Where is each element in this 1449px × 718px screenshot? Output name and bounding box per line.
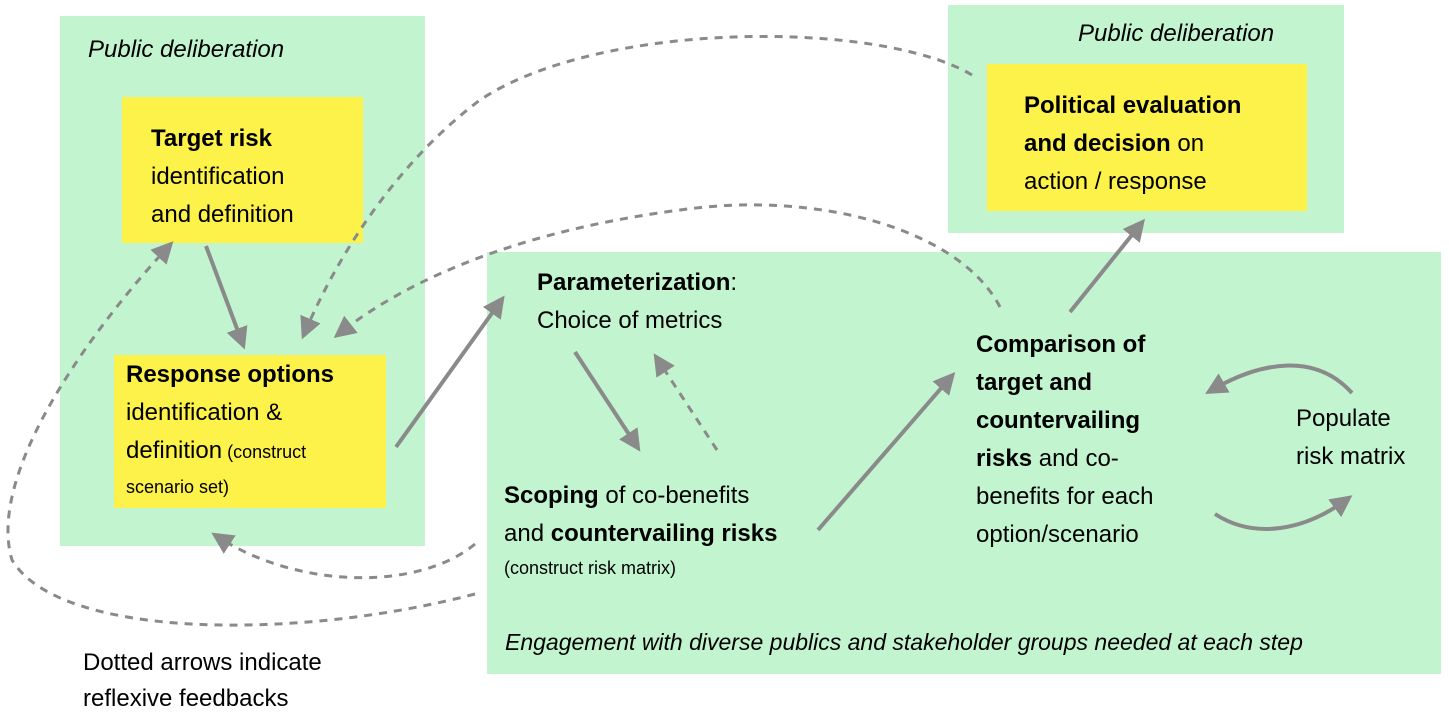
scoping-line1: Scoping of co-benefits (504, 477, 777, 515)
comparison-line3: countervailing (976, 407, 1141, 434)
comparison-line4: risks and co- (976, 440, 1153, 478)
parameterization-text: Parameterization: Choice of metrics (537, 264, 737, 340)
dotted-engagement-to-target (6, 241, 476, 627)
arrow-parameterization-to-scoping (573, 350, 641, 452)
response-options-box (114, 355, 386, 508)
political-decision-bold: and decision (1024, 130, 1171, 157)
arrow-loop-to-comparison (1205, 363, 1354, 395)
legend-line2: reflexive feedbacks (83, 685, 289, 712)
engagement-panel (487, 252, 1441, 674)
scoping-small: (construct risk matrix) (504, 558, 677, 578)
comparison-and-co: and co- (1032, 445, 1119, 472)
arrow-response-to-parameterization (394, 295, 505, 449)
engagement-note: Engagement with diverse publics and stak… (505, 629, 1303, 655)
scoping-text: Scoping of co-benefits and countervailin… (504, 477, 777, 583)
comparison-risks-bold: risks (976, 445, 1033, 472)
comparison-line6: option/scenario (976, 521, 1139, 548)
left-panel-label: Public deliberation (88, 36, 285, 63)
populate-line2: risk matrix (1296, 443, 1406, 470)
dotted-scoping-to-response (211, 532, 476, 580)
parameterization-line1: Parameterization: (537, 264, 737, 302)
target-risk-line3: and definition (151, 201, 294, 228)
dotted-comparison-to-response (333, 203, 1002, 338)
scoping-and: and (504, 520, 551, 547)
populate-text: Populate risk matrix (1296, 400, 1405, 476)
parameterization-colon: : (730, 269, 738, 296)
political-line1: Political evaluation (1024, 92, 1242, 119)
parameterization-line2: Choice of metrics (537, 307, 723, 334)
legend-line1: Dotted arrows indicate (83, 649, 322, 676)
target-risk-title: Target risk (151, 125, 272, 152)
political-line3: action / response (1024, 168, 1207, 195)
arrow-comparison-to-political (1068, 218, 1146, 314)
top-right-panel-label: Public deliberation (1078, 20, 1275, 47)
scoping-line2: and countervailing risks (504, 515, 777, 553)
comparison-line5: benefits for each (976, 483, 1154, 510)
political-decision-box (987, 64, 1307, 211)
target-risk-box (122, 97, 363, 243)
comparison-line2: target and (976, 369, 1093, 396)
response-options-text: Response options identification & defini… (126, 356, 334, 504)
scoping-bold: Scoping (504, 482, 599, 509)
arrow-comparison-to-populate (1213, 495, 1353, 531)
political-on: on (1170, 130, 1205, 157)
scoping-rest: of co-benefits (598, 482, 750, 509)
target-risk-text: Target risk identification and definitio… (151, 120, 294, 234)
comparison-line1: Comparison of (976, 331, 1146, 358)
arrow-target-to-response (204, 245, 248, 350)
response-options-title: Response options (126, 361, 335, 388)
comparison-text: Comparison of target and countervailing … (976, 326, 1153, 554)
dotted-scoping-to-parameterization (653, 353, 719, 451)
arrow-scoping-to-comparison (816, 371, 956, 532)
response-options-line3: definition (construct (126, 432, 334, 470)
target-risk-line2: identification (151, 163, 285, 190)
response-options-construct: (construct (222, 442, 307, 462)
parameterization-bold: Parameterization (537, 269, 731, 296)
political-text: Political evaluation and decision on act… (1024, 87, 1241, 201)
response-options-line2: identification & (126, 399, 283, 426)
scoping-countervailing: countervailing risks (550, 520, 778, 547)
legend-text: Dotted arrows indicate reflexive feedbac… (83, 645, 322, 717)
populate-line1: Populate (1296, 405, 1391, 432)
response-options-definition: definition (126, 437, 223, 464)
response-options-scenario: scenario set) (126, 477, 230, 497)
dotted-political-to-response (300, 34, 973, 340)
political-line2: and decision on (1024, 125, 1241, 163)
